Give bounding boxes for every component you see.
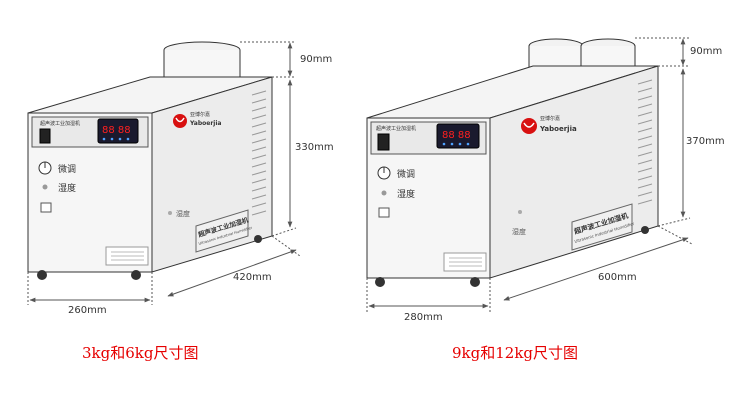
side-vents (637, 79, 653, 205)
brand-logo-mark (523, 122, 535, 128)
caption-small: 3kg和6kg尺寸图 (82, 344, 199, 362)
wheel-icon (641, 226, 649, 234)
digital-display (97, 118, 139, 144)
side-label: 湿度 (512, 227, 526, 236)
wheel-icon (254, 235, 262, 243)
wheel-icon (37, 270, 47, 280)
led-label: 湿度 (397, 188, 415, 200)
small-dimension-lines (29, 42, 297, 303)
dim-depth-label: 600mm (598, 272, 637, 283)
side-title-plate (195, 209, 249, 253)
wheel-icon (470, 277, 480, 287)
led-icon (42, 184, 48, 190)
led-label: 湿度 (58, 182, 76, 194)
large-dimension-lines (368, 38, 689, 309)
power-switch (39, 128, 51, 144)
panel-title: 超声波工业加湿机 (376, 125, 416, 132)
caption-large: 9kg和12kg尺寸图 (452, 344, 579, 362)
brand-cn: 亚博尔嘉 (540, 115, 560, 122)
humidifier-small: 超声波工业加湿机 88 88 微调 湿度 亚博尔嘉 Yaboerjia 湿度 超… (27, 41, 273, 280)
humidifier-large: 超声波工业加湿机 88 88 微调 湿度 亚博尔嘉 Yaboerjia 湿度 超… (366, 38, 659, 287)
brand-cn: 亚博尔嘉 (190, 111, 210, 118)
display-buttons (102, 137, 130, 141)
dim-top-label: 90mm (690, 46, 722, 57)
wheel-icon (131, 270, 141, 280)
nameplate-lines (449, 257, 482, 267)
socket-icon (378, 207, 390, 218)
side-led-icon (518, 210, 522, 214)
brand-name: Yaboerjia (189, 120, 221, 127)
led-icon (381, 190, 387, 196)
display-buttons (442, 142, 470, 146)
power-switch (377, 133, 390, 151)
wheel-icon (375, 277, 385, 287)
side-label: 湿度 (176, 209, 190, 218)
nameplate-lines (111, 251, 144, 261)
side-led-icon (168, 211, 172, 215)
side-vents (251, 90, 267, 216)
display-digits: 88 88 (102, 125, 131, 136)
panel-title: 超声波工业加湿机 (40, 120, 80, 127)
dim-height-label: 330mm (295, 142, 334, 153)
dim-width-label: 280mm (404, 312, 443, 323)
digital-display (436, 123, 480, 149)
dim-top-label: 90mm (300, 54, 332, 65)
brand-logo-icon (521, 118, 537, 134)
display-digits: 88 88 (442, 130, 471, 141)
dim-depth-label: 420mm (233, 272, 272, 283)
dim-height-label: 370mm (686, 136, 725, 147)
socket-icon (40, 202, 52, 213)
brand-logo-mark (175, 117, 185, 123)
dim-width-label: 260mm (68, 305, 107, 316)
knob-label: 微调 (58, 163, 76, 175)
brand-name: Yaboerjia (539, 125, 577, 133)
knob-label: 微调 (397, 168, 415, 180)
